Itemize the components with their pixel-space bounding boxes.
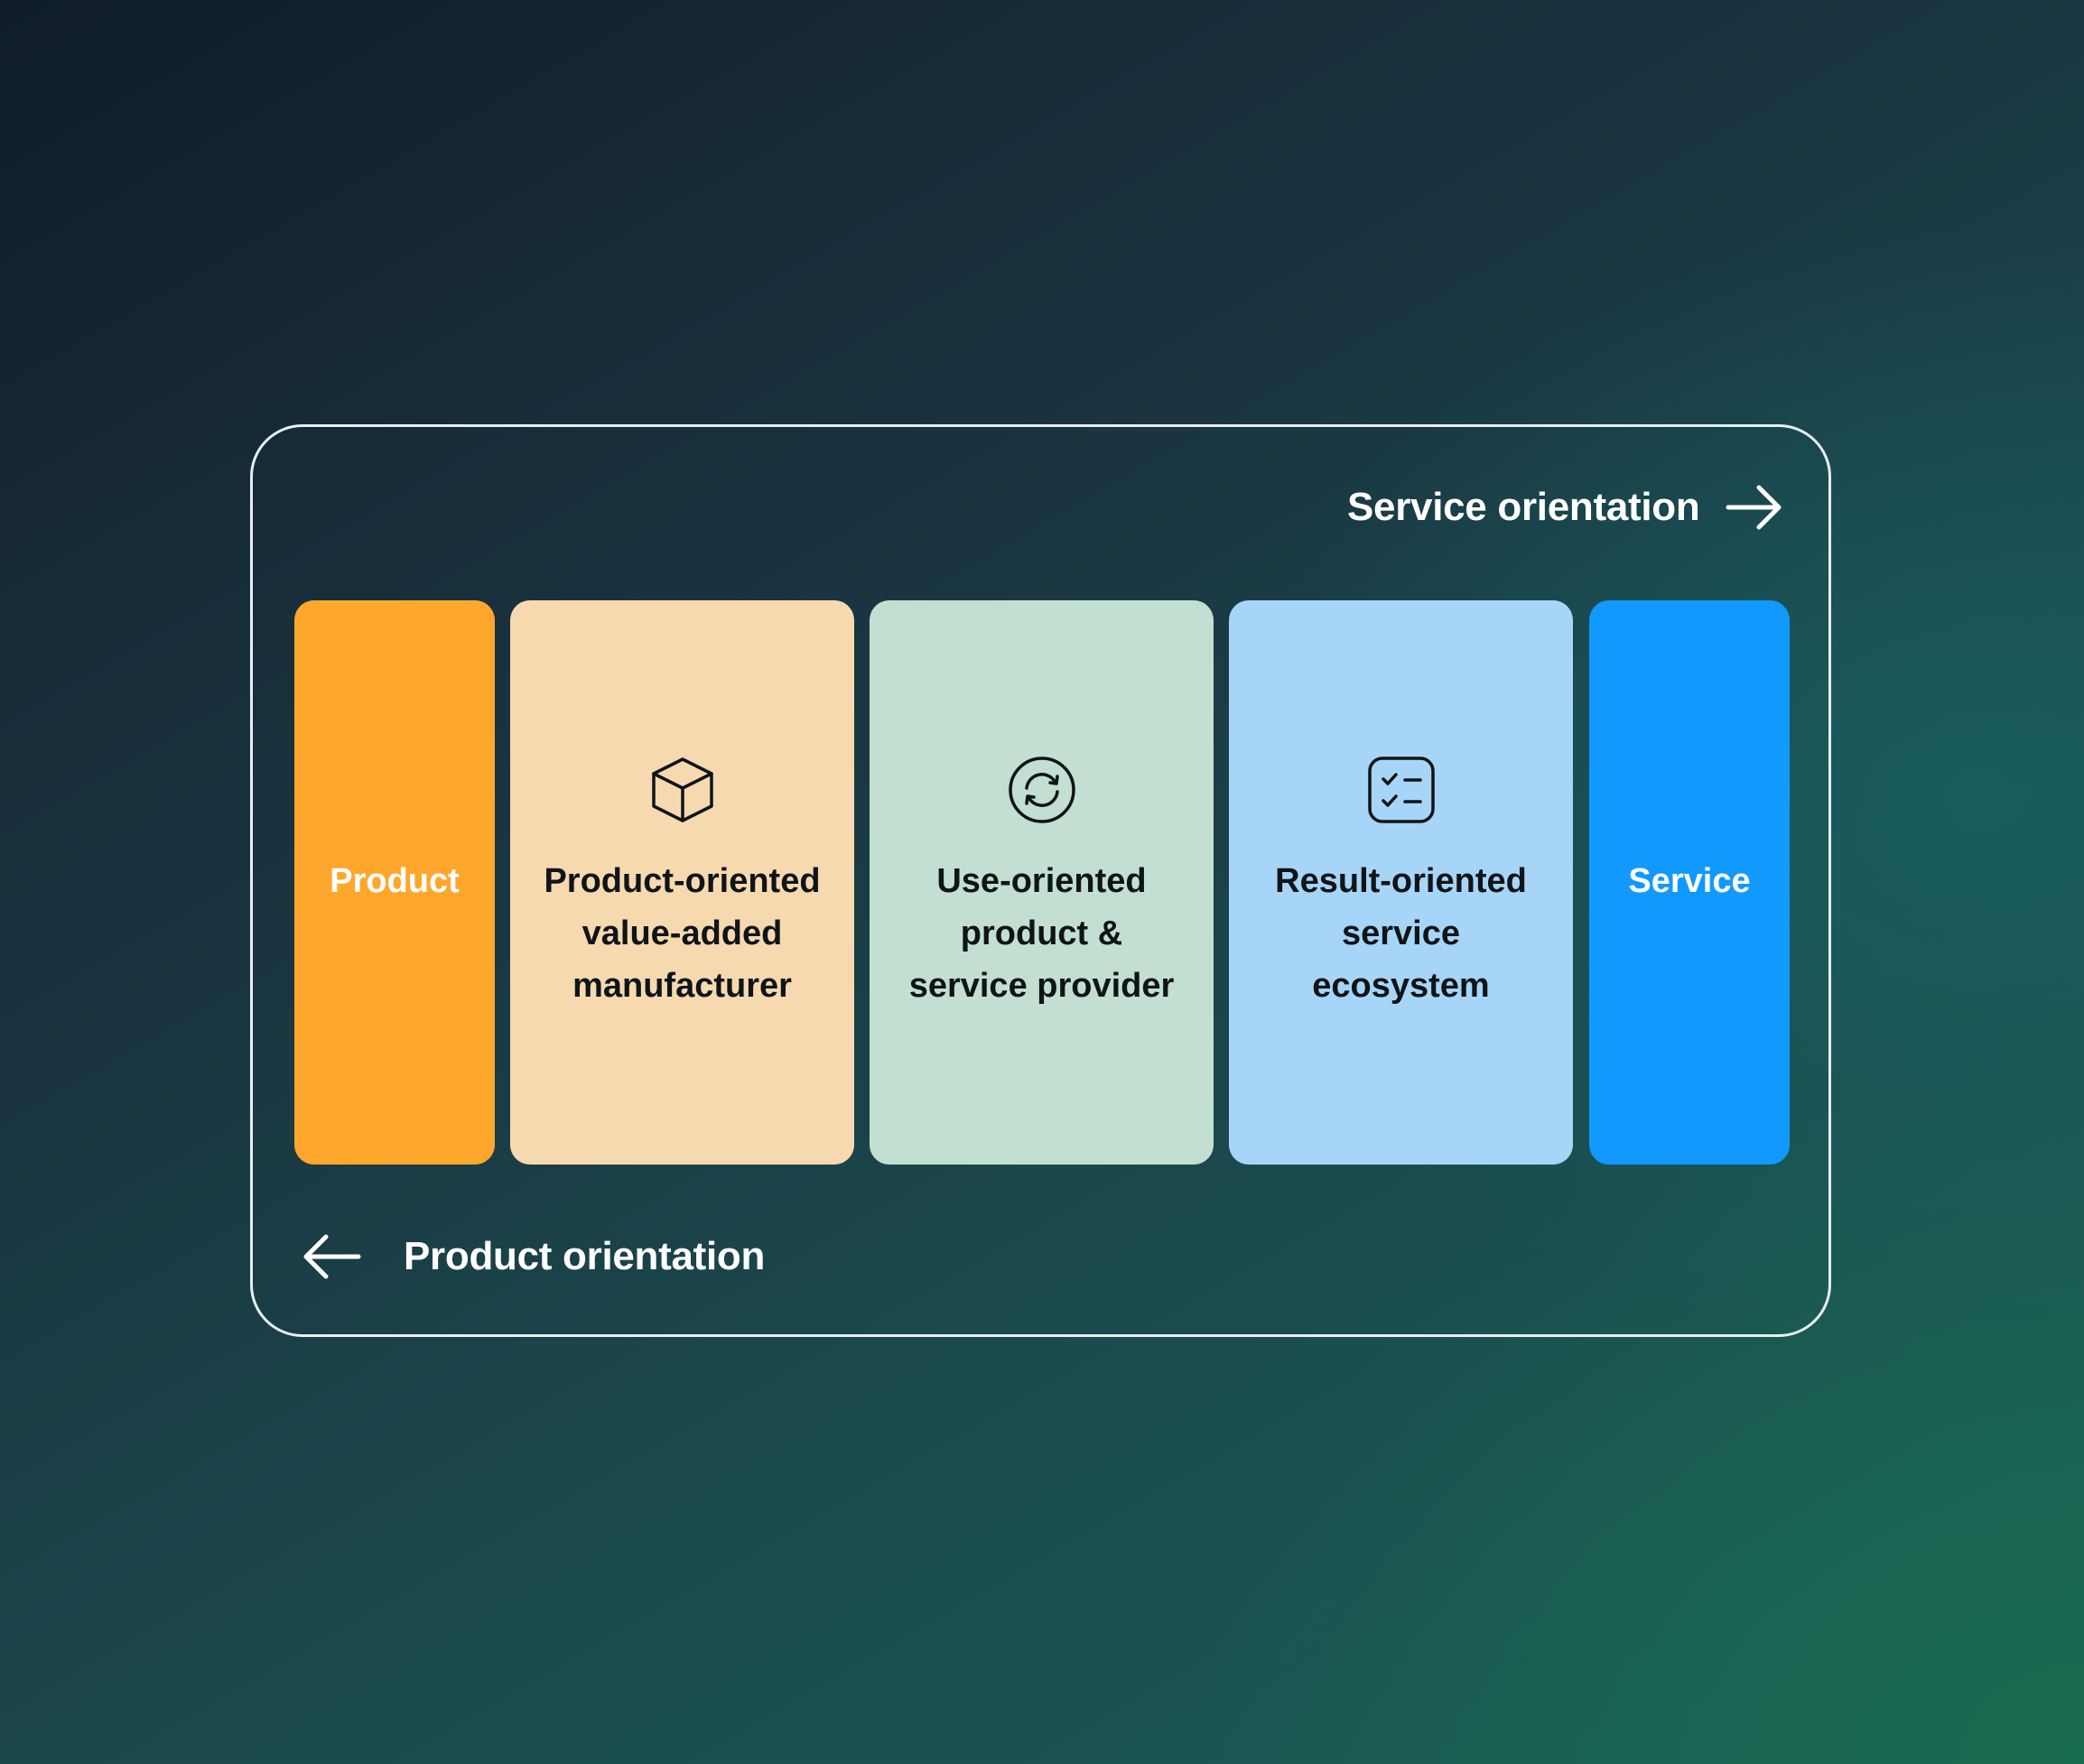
checklist-icon bbox=[1367, 757, 1435, 823]
card-result-oriented-ecosystem: Result-oriented service ecosystem bbox=[1229, 600, 1573, 1165]
arrow-right-icon bbox=[1726, 485, 1782, 530]
arrow-left-icon bbox=[303, 1234, 361, 1279]
service-orientation-label: Service orientation bbox=[1347, 485, 1700, 529]
card-use-oriented-label: Use-oriented product & service provider bbox=[908, 862, 1175, 1005]
card-product: Product bbox=[294, 600, 495, 1165]
card-result-oriented-label: Result-oriented service ecosystem bbox=[1275, 862, 1527, 1005]
card-product-oriented-label: Product-oriented value-added manufacture… bbox=[544, 862, 821, 1005]
card-service-label: Service bbox=[1628, 862, 1751, 900]
card-service: Service bbox=[1589, 600, 1790, 1165]
refresh-cycle-icon bbox=[1008, 757, 1075, 823]
service-orientation-indicator: Service orientation bbox=[1347, 480, 1784, 534]
diagram-frame bbox=[250, 424, 1831, 1337]
product-orientation-label: Product orientation bbox=[404, 1234, 766, 1278]
card-product-oriented-manufacturer: Product-oriented value-added manufacture… bbox=[510, 600, 854, 1165]
cube-icon bbox=[651, 757, 713, 822]
card-use-oriented-provider: Use-oriented product & service provider bbox=[870, 600, 1214, 1165]
product-orientation-indicator: Product orientation bbox=[301, 1230, 765, 1284]
card-product-label: Product bbox=[330, 862, 460, 900]
